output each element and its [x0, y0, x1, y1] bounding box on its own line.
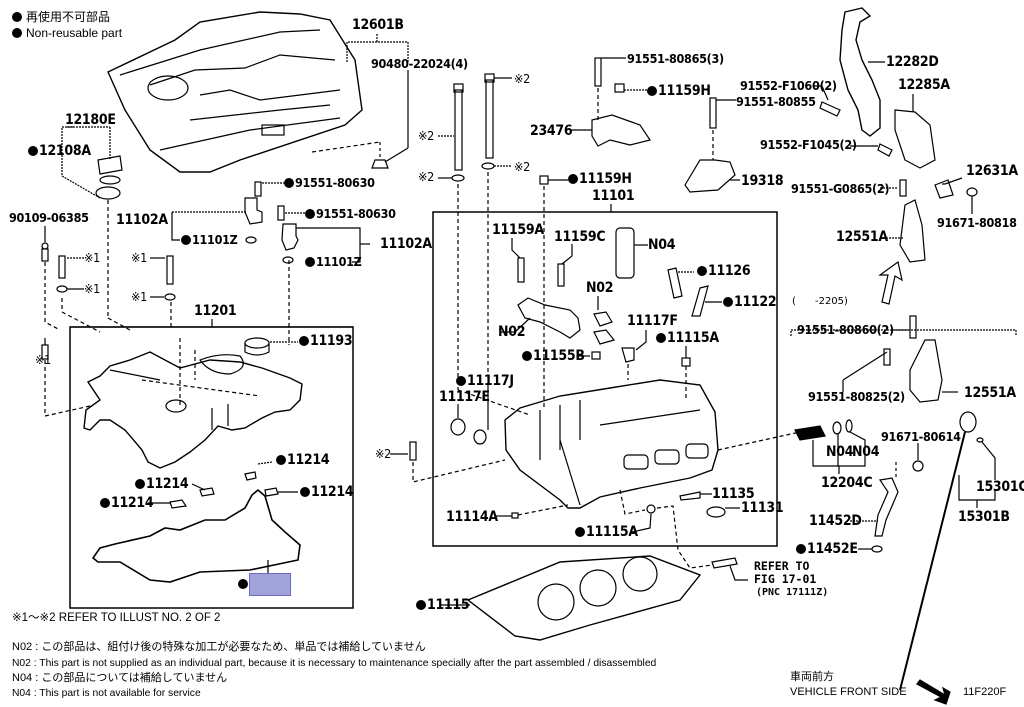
ref-mark-1: ※1 [131, 289, 147, 304]
refer-fig-link[interactable]: FIG 17-01 [754, 572, 817, 586]
ref-mark-2: ※2 [418, 169, 434, 184]
part-label-12285A[interactable]: 12285A [898, 77, 950, 93]
note-n02-en: N02 : This part is not supplied as an in… [12, 658, 657, 669]
note-n04-jp: N04 : この部品については補給していません [12, 672, 228, 684]
legend-jp-text: 再使用不可部品 [26, 10, 111, 24]
engine-cover-drawing [107, 11, 389, 173]
part-label-11117J[interactable]: 11117J [456, 374, 514, 388]
ref-mark-1: ※1 [35, 352, 51, 367]
part-label-11159H-a[interactable]: 11159H [647, 84, 711, 98]
part-label-11115A-b[interactable]: 11115A [575, 525, 638, 539]
cylinder-head-frame [432, 211, 778, 547]
note-n04-en: N04 : This part is not available for ser… [12, 688, 201, 699]
part-label-N04-oring-a[interactable]: N04 [826, 444, 854, 460]
part-label-11101Z-a[interactable]: 11101Z [181, 233, 238, 247]
part-label-12551A-a[interactable]: 12551A [836, 229, 888, 245]
part-label-91551-80855[interactable]: 91551-80855 [736, 94, 816, 109]
part-label-11117E[interactable]: 11117E [439, 389, 490, 405]
bullet-icon [238, 579, 248, 589]
part-label-11193[interactable]: 11193 [299, 334, 353, 348]
part-label-11159C[interactable]: 11159C [554, 229, 606, 245]
part-label-91551-80630-a[interactable]: 91551-80630 [284, 176, 375, 190]
part-label-91551-G0865[interactable]: 91551-G0865(2) [791, 181, 890, 196]
part-label-11115[interactable]: 11115 [416, 598, 470, 612]
part-label-12204C[interactable]: 12204C [821, 475, 873, 491]
part-label-12282D[interactable]: 12282D [886, 54, 939, 70]
part-label-11159A[interactable]: 11159A [492, 222, 544, 238]
part-label-11214-a[interactable]: 11214 [276, 453, 330, 467]
part-label-11126[interactable]: 11126 [697, 264, 751, 278]
part-label-11101[interactable]: 11101 [592, 188, 635, 204]
part-label-90480-22024[interactable]: 90480-22024(4) [371, 56, 468, 71]
part-label-91551-80860[interactable]: 91551-80860(2) [797, 322, 894, 337]
production-range-label: ( -2205) [792, 296, 848, 307]
part-label-15301B[interactable]: 15301B [958, 509, 1010, 525]
part-label-11155B[interactable]: 11155B [522, 349, 585, 363]
part-label-91552-F1060[interactable]: 91552-F1060(2) [740, 78, 837, 93]
figure-code: 11F220F [963, 686, 1007, 698]
part-label-11122[interactable]: 11122 [723, 295, 777, 309]
ref-mark-1: ※1 [84, 250, 100, 265]
part-label-11102A-b[interactable]: 11102A [380, 236, 432, 252]
refer-pnc-text: (PNC 17111Z) [756, 587, 829, 598]
ref-mark-2: ※2 [375, 446, 391, 461]
bullet-icon [12, 28, 22, 38]
ref-mark-2: ※2 [418, 128, 434, 143]
part-label-11452E[interactable]: 11452E [796, 542, 858, 556]
ref-mark-2: ※2 [514, 71, 530, 86]
ref-mark-1: ※1 [84, 281, 100, 296]
part-label-11214-d[interactable]: 11214 [100, 496, 154, 510]
part-label-91671-80818[interactable]: 91671-80818 [937, 215, 1017, 230]
part-label-12180E[interactable]: 12180E [65, 112, 116, 128]
part-label-11117F[interactable]: 11117F [627, 313, 678, 329]
part-label-N02-cap[interactable]: N02 [586, 280, 614, 296]
cylinder-head-cover-drawing [83, 338, 303, 469]
legend-non-reusable-jp: 再使用不可部品 [12, 10, 110, 25]
part-label-N04-pin[interactable]: N04 [648, 237, 676, 253]
part-label-11452D[interactable]: 11452D [809, 513, 862, 529]
part-label-11115A-a[interactable]: 11115A [656, 331, 719, 345]
part-label-11201[interactable]: 11201 [194, 303, 237, 319]
ref-mark-2: ※2 [514, 159, 530, 174]
part-label-19318[interactable]: 19318 [741, 173, 784, 189]
refer-illust-note: ※1～※2 REFER TO ILLUST NO. 2 OF 2 [12, 612, 221, 624]
ref-mark-1: ※1 [131, 250, 147, 265]
part-label-12601B[interactable]: 12601B [352, 17, 404, 33]
part-label-11131[interactable]: 11131 [741, 500, 784, 516]
part-label-11214-c[interactable]: 11214 [300, 485, 354, 499]
part-label-12108A[interactable]: 12108A [28, 144, 91, 158]
refer-to-text: REFER TO [754, 559, 810, 573]
part-label-91551-80630-b[interactable]: 91551-80630 [305, 207, 396, 221]
part-label-N04-oring-b[interactable]: N04 [852, 444, 880, 460]
part-label-11102A-a[interactable]: 11102A [116, 212, 168, 228]
part-label-11159H-b[interactable]: 11159H [568, 172, 632, 186]
part-label-90109-06385[interactable]: 90109-06385 [9, 210, 89, 225]
cylinder-head-drawing [504, 379, 719, 509]
part-label-11214-b[interactable]: 11214 [135, 477, 189, 491]
part-label-91671-80614[interactable]: 91671-80614 [881, 429, 961, 444]
vehicle-front-jp: 車両前方 [790, 671, 834, 683]
part-label-91551-80825[interactable]: 91551-80825(2) [808, 389, 905, 404]
part-label-11135[interactable]: 11135 [712, 486, 755, 502]
part-label-12631A[interactable]: 12631A [966, 163, 1018, 179]
note-n02-jp: N02 : この部品は、組付け後の特殊な加工が必要なため、単品では補給していませ… [12, 641, 426, 653]
part-label-11101Z-b[interactable]: 11101Z [305, 255, 362, 269]
range-bracket [790, 329, 1017, 336]
part-label-12551A-b[interactable]: 12551A [964, 385, 1016, 401]
bullet-icon [12, 12, 22, 22]
part-label-11114A[interactable]: 11114A [446, 509, 498, 525]
vehicle-front-en: VEHICLE FRONT SIDE [790, 686, 907, 698]
legend-en-text: Non-reusable part [26, 26, 123, 40]
part-label-23476[interactable]: 23476 [530, 123, 573, 139]
highlighted-part-box[interactable] [249, 573, 291, 596]
part-label-15301C[interactable]: 15301C [976, 479, 1024, 495]
part-label-91551-80865[interactable]: 91551-80865(3) [627, 51, 724, 66]
part-label-N02-housing[interactable]: N02 [498, 324, 526, 340]
legend-non-reusable-en: Non-reusable part [12, 26, 122, 41]
vehicle-front-arrow-icon [918, 678, 952, 702]
part-label-91552-F1045[interactable]: 91552-F1045(2) [760, 137, 857, 152]
